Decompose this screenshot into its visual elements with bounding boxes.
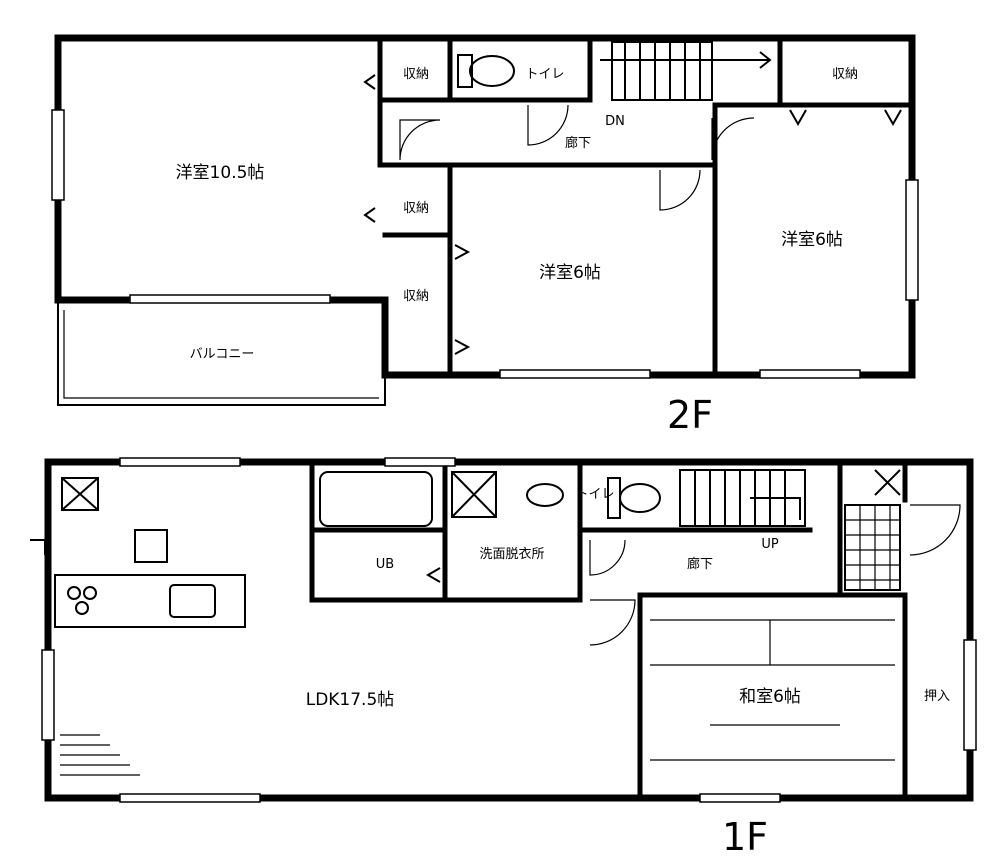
toilet-1f-label: トイレ bbox=[575, 487, 614, 502]
room-western-6-right: 洋室6帖 bbox=[781, 230, 843, 250]
window bbox=[905, 179, 919, 301]
closet-door-mark bbox=[454, 339, 471, 355]
washroom-sink bbox=[451, 471, 497, 518]
room-unit-bath: UB bbox=[376, 557, 394, 572]
window bbox=[41, 649, 55, 741]
stairs-down-label: DN bbox=[605, 114, 625, 129]
door-swing bbox=[711, 117, 755, 161]
toilet-fixture-2f bbox=[457, 54, 515, 88]
storage-mid: 収納 bbox=[403, 201, 429, 216]
tatami-layout bbox=[650, 619, 895, 761]
window bbox=[499, 369, 651, 379]
storage-top-left: 収納 bbox=[403, 67, 429, 82]
window bbox=[384, 457, 456, 467]
door-swing bbox=[589, 599, 636, 646]
window bbox=[51, 109, 65, 201]
stairs-2f bbox=[600, 41, 772, 101]
bathtub bbox=[319, 471, 433, 527]
room-japanese-6: 和室6帖 bbox=[739, 687, 801, 707]
hallway-1f-label: 廊下 bbox=[687, 556, 713, 572]
room-ldk: LDK17.5帖 bbox=[306, 690, 395, 710]
ldk-step-hatch bbox=[60, 734, 140, 776]
stairs-1f bbox=[679, 469, 806, 527]
door-mark bbox=[426, 567, 441, 583]
door-swing bbox=[659, 169, 701, 211]
toilet-fixture-1f bbox=[607, 477, 661, 519]
door-swing bbox=[399, 119, 441, 161]
storage-top-right: 収納 bbox=[832, 67, 858, 82]
floor-label-1f: 1F bbox=[722, 815, 768, 859]
side-door-mark bbox=[30, 539, 46, 555]
floor-label-2f: 2F bbox=[667, 393, 713, 437]
window bbox=[129, 294, 331, 304]
room-western-10-5: 洋室10.5帖 bbox=[176, 163, 265, 183]
window bbox=[119, 457, 241, 467]
hallway-2f-label: 廊下 bbox=[565, 135, 591, 151]
entrance-tile bbox=[844, 469, 901, 591]
closet-door-mark bbox=[454, 244, 471, 260]
closet-door-mark bbox=[789, 109, 902, 127]
window bbox=[759, 369, 861, 379]
window bbox=[963, 639, 977, 751]
kitchen-counter bbox=[54, 477, 246, 628]
door-swing bbox=[589, 539, 626, 576]
washing-machine bbox=[526, 483, 564, 507]
closet-door-mark bbox=[363, 207, 376, 223]
closet-door-mark bbox=[363, 74, 376, 90]
window bbox=[119, 793, 261, 803]
room-balcony: バルコニー bbox=[190, 347, 255, 362]
stairs-up-label: UP bbox=[761, 537, 779, 552]
door-swing bbox=[527, 104, 569, 146]
room-western-6-center: 洋室6帖 bbox=[539, 263, 601, 283]
first-floor-plan: LDK17.5帖 和室6帖 UB 洗面脱衣所 トイレ 廊下 UP 押入 1F bbox=[30, 457, 977, 859]
storage-vertical: 収納 bbox=[403, 289, 429, 304]
room-washroom: 洗面脱衣所 bbox=[479, 546, 544, 562]
window bbox=[699, 793, 781, 803]
toilet-2f-label: トイレ bbox=[525, 67, 564, 82]
second-floor-plan: 洋室10.5帖 洋室6帖 洋室6帖 バルコニー 収納 収納 収納 収納 トイレ … bbox=[51, 34, 919, 437]
closet-label: 押入 bbox=[924, 689, 950, 704]
door-swing bbox=[909, 504, 961, 556]
